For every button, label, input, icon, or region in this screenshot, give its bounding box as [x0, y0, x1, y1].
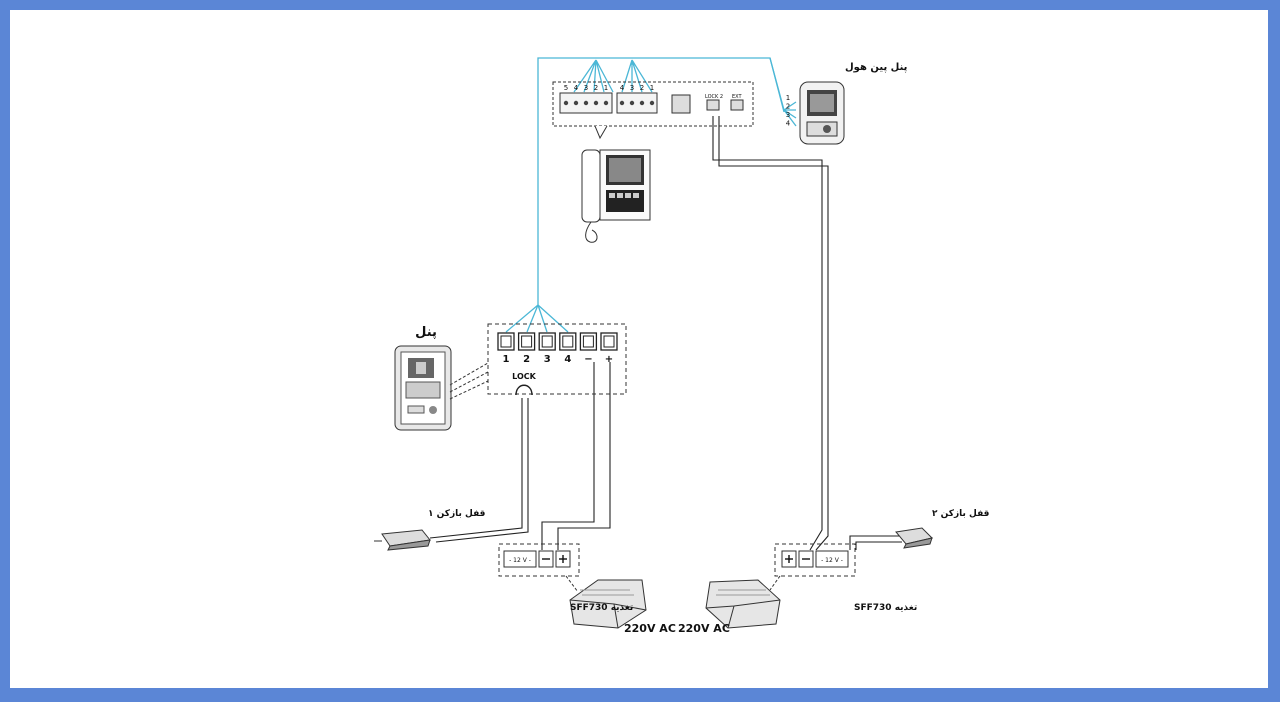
door-terminal-number: 1 [503, 354, 510, 365]
monitor-terminal-screw [563, 100, 569, 106]
door-terminal-box [517, 332, 536, 351]
door-panel-connector [449, 362, 489, 400]
monitor-ext-label: EXT [732, 94, 742, 100]
pinhole-terminal-number: 3 [786, 111, 790, 119]
right-psu-label: تغذیه SFF730 [854, 603, 917, 613]
door-terminal-block [487, 323, 627, 395]
pinhole-terminal-number: 2 [786, 103, 790, 111]
monitor-terminal-number: 2 [594, 84, 598, 92]
monitor-terminal-block [552, 81, 754, 140]
door-terminals: 1 2 3 4 − + [497, 332, 618, 365]
left-psu-terminals [538, 550, 571, 568]
monitor-terminal-screw [573, 100, 579, 106]
door-terminal-number: 2 [523, 354, 530, 365]
door-terminal-screw [500, 335, 512, 348]
monitor-terminal-number: 5 [564, 84, 568, 92]
cyan-wiring [505, 57, 797, 333]
door-terminal-screw [562, 335, 574, 348]
monitor-terminal-number: 1 [604, 84, 608, 92]
monitor-terminal-screw [603, 100, 609, 106]
door-terminal-number: 4 [564, 354, 571, 365]
lock1-device [374, 529, 431, 551]
right-ac-label: 220V AC [678, 622, 730, 635]
lock-terminal-arc [515, 384, 533, 396]
door-terminal-number: 3 [544, 354, 551, 365]
monitor-terminal-number: 4 [574, 84, 579, 92]
video-monitor [581, 149, 651, 243]
monitor-terminal-number: 2 [640, 84, 644, 92]
left-ac-label: 220V AC [624, 622, 676, 635]
right-12v-label: - 12 V - [821, 557, 843, 564]
monitor-terminal-screw [639, 100, 645, 106]
door-terminal-number: + [605, 354, 613, 365]
door-terminal-box [559, 332, 577, 351]
door-terminal-screw [521, 335, 533, 348]
monitor-terminal-screw [629, 100, 635, 106]
monitor-terminal-screw [583, 100, 589, 106]
pinhole-terminal-number: 4 [786, 120, 791, 128]
lock2-device [895, 527, 933, 549]
pinhole-panel [799, 81, 845, 145]
dark-wiring [429, 116, 902, 551]
monitor-terminal-screw [649, 100, 655, 106]
monitor-terminal-number: 1 [650, 84, 654, 92]
monitor-terminal-number: 3 [584, 84, 588, 92]
left-psu-label: تغذیه SFF730 [570, 603, 633, 613]
left-power-supply [569, 579, 647, 629]
door-terminal-box [538, 332, 556, 351]
door-terminal-screw [603, 335, 615, 348]
door-terminal-box [497, 332, 515, 351]
monitor-terminal-screw [619, 100, 625, 106]
right-power-supply [705, 579, 781, 629]
door-terminal-screw [582, 335, 594, 348]
lock2-label: قفل بازکن ۲ [932, 509, 990, 519]
pinhole-terminal-number: 1 [786, 94, 790, 102]
left-12v-label: - 12 V - [509, 557, 531, 564]
monitor-lock2-label: LOCK 2 [705, 94, 723, 100]
door-terminal-box [600, 332, 618, 351]
pinhole-panel-label: پنل پین هول [845, 62, 908, 73]
monitor-terminal-screw [593, 100, 599, 106]
monitor-terminal-number: 4 [620, 84, 625, 92]
door-terminal-number: − [584, 354, 592, 365]
door-terminal-screw [541, 335, 553, 348]
door-panel-label: پنل [415, 325, 437, 340]
lock-terminal-label: LOCK [512, 372, 536, 381]
lock1-label: قفل بازکن ۱ [428, 509, 486, 519]
door-panel [394, 345, 452, 431]
door-terminal-box [579, 332, 598, 351]
monitor-terminal-number: 3 [630, 84, 634, 92]
right-psu-terminals [781, 550, 814, 568]
